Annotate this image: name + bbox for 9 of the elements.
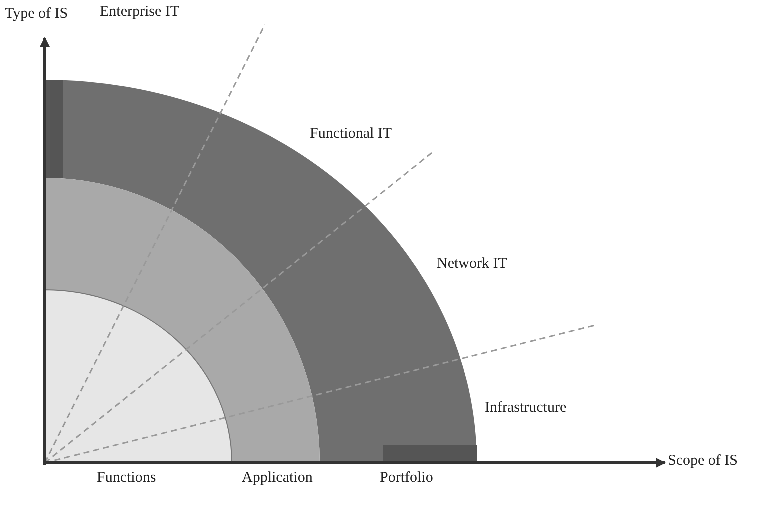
ring-label: Functions <box>97 470 156 487</box>
ring-label: Application <box>242 470 313 487</box>
segment-label: Infrastructure <box>485 400 567 417</box>
ring-label: Portfolio <box>380 470 434 487</box>
axis-title: Scope of IS <box>668 453 738 470</box>
axis-title: Type of IS <box>5 6 68 23</box>
segment-label: Enterprise IT <box>100 4 180 21</box>
segment-label: Network IT <box>437 256 508 273</box>
segment-label: Functional IT <box>310 126 392 143</box>
